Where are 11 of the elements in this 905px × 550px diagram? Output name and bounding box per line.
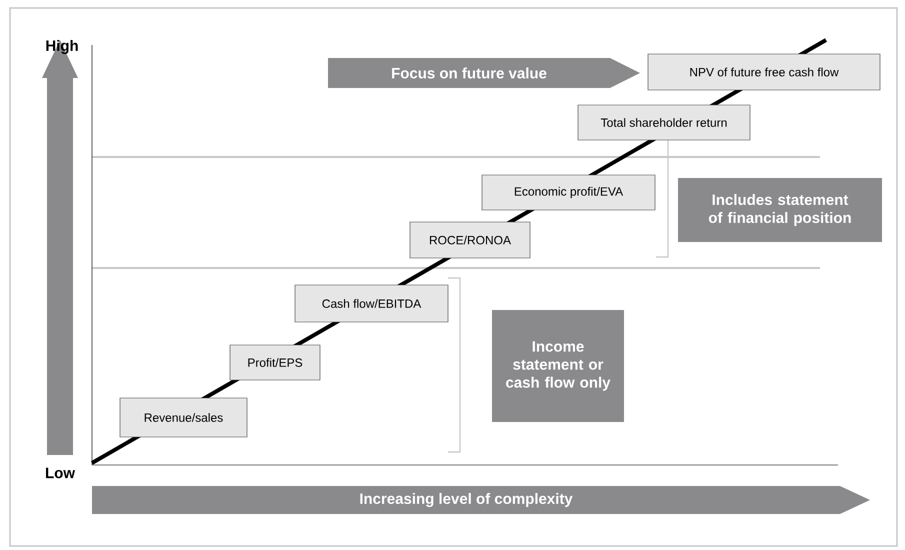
category-box: Income statement or cash flow only (492, 310, 624, 422)
axis-label: High (46, 40, 78, 54)
metric-box: ROCE/RONOA (410, 222, 530, 258)
category-box: Includes statement of financial position (678, 178, 882, 242)
metric-box: Profit/EPS (230, 344, 320, 380)
axis-label: Low (46, 468, 76, 478)
metric-box: NPV of future free cash flow (648, 54, 880, 90)
metric-box: Economic profit/EVA (482, 174, 656, 210)
metric-box: Revenue/sales (120, 398, 248, 438)
metric-box: Cash flow/EBITDA (294, 284, 448, 322)
metric-box: Total shareholder return (578, 104, 750, 140)
